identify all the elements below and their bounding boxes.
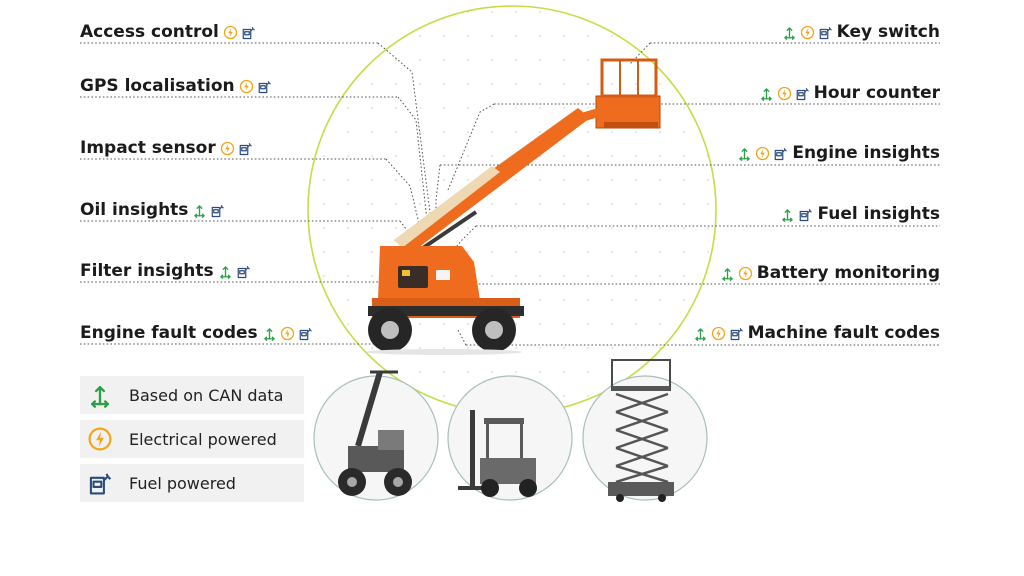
fuel-icon: [773, 146, 788, 161]
telehandler-icon: [313, 370, 439, 501]
feature-icons: [720, 266, 753, 281]
fuel-icon: [298, 326, 313, 341]
feature-gps-localisation: GPS localisation: [80, 76, 276, 96]
feature-icons: [220, 141, 253, 156]
can-data-icon: [262, 326, 277, 341]
scissor-lift-icon: [582, 359, 708, 502]
can-data-icon: [192, 203, 207, 218]
fuel-icon: [238, 141, 253, 156]
electrical-icon: [777, 86, 792, 101]
can-data-icon: [693, 326, 708, 341]
electrical-icon: [223, 25, 238, 40]
can-data-icon: [218, 264, 233, 279]
feature-icons: [782, 25, 833, 40]
boom-lift-icon: [366, 58, 661, 355]
forklift-icon: [447, 375, 573, 501]
electrical-icon: [738, 266, 753, 281]
feature-filter-insights: Filter insights: [80, 261, 255, 281]
feature-hour-counter: Hour counter: [755, 83, 940, 103]
electrical-icon: [239, 79, 254, 94]
feature-access-control: Access control: [80, 22, 260, 42]
feature-engine-insights: Engine insights: [733, 143, 940, 163]
feature-key-switch: Key switch: [778, 22, 940, 42]
feature-engine-fault-codes: Engine fault codes: [80, 323, 317, 343]
leader-lines: [80, 42, 940, 346]
fuel-icon: [729, 326, 744, 341]
fuel-icon: [241, 25, 256, 40]
can-data-icon: [737, 146, 752, 161]
legend-fuel: Fuel powered: [80, 464, 304, 502]
feature-icons: [262, 326, 313, 341]
electrical-icon: [711, 326, 726, 341]
fuel-icon: [210, 203, 225, 218]
feature-oil-insights: Oil insights: [80, 200, 229, 220]
feature-icons: [192, 203, 225, 218]
fuel-icon: [798, 207, 813, 222]
feature-icons: [737, 146, 788, 161]
can-data-icon: [780, 207, 795, 222]
can-data-icon: [720, 266, 735, 281]
electrical-icon: [80, 426, 120, 452]
electrical-icon: [280, 326, 295, 341]
feature-icons: [759, 86, 810, 101]
fuel-icon: [236, 264, 251, 279]
electrical-icon: [220, 141, 235, 156]
feature-icons: [218, 264, 251, 279]
feature-icons: [239, 79, 272, 94]
electrical-icon: [800, 25, 815, 40]
feature-icons: [223, 25, 256, 40]
can-data-icon: [80, 382, 120, 408]
fuel-icon: [795, 86, 810, 101]
can-data-icon: [782, 25, 797, 40]
feature-machine-fault-codes: Machine fault codes: [689, 323, 940, 343]
fuel-icon: [818, 25, 833, 40]
feature-icons: [780, 207, 813, 222]
legend-can-data: Based on CAN data: [80, 376, 304, 414]
legend-electrical: Electrical powered: [80, 420, 304, 458]
electrical-icon: [755, 146, 770, 161]
feature-impact-sensor: Impact sensor: [80, 138, 257, 158]
feature-battery-monitoring: Battery monitoring: [716, 263, 940, 283]
fuel-icon: [80, 470, 120, 496]
can-data-icon: [759, 86, 774, 101]
fuel-icon: [257, 79, 272, 94]
feature-fuel-insights: Fuel insights: [776, 204, 940, 224]
feature-icons: [693, 326, 744, 341]
